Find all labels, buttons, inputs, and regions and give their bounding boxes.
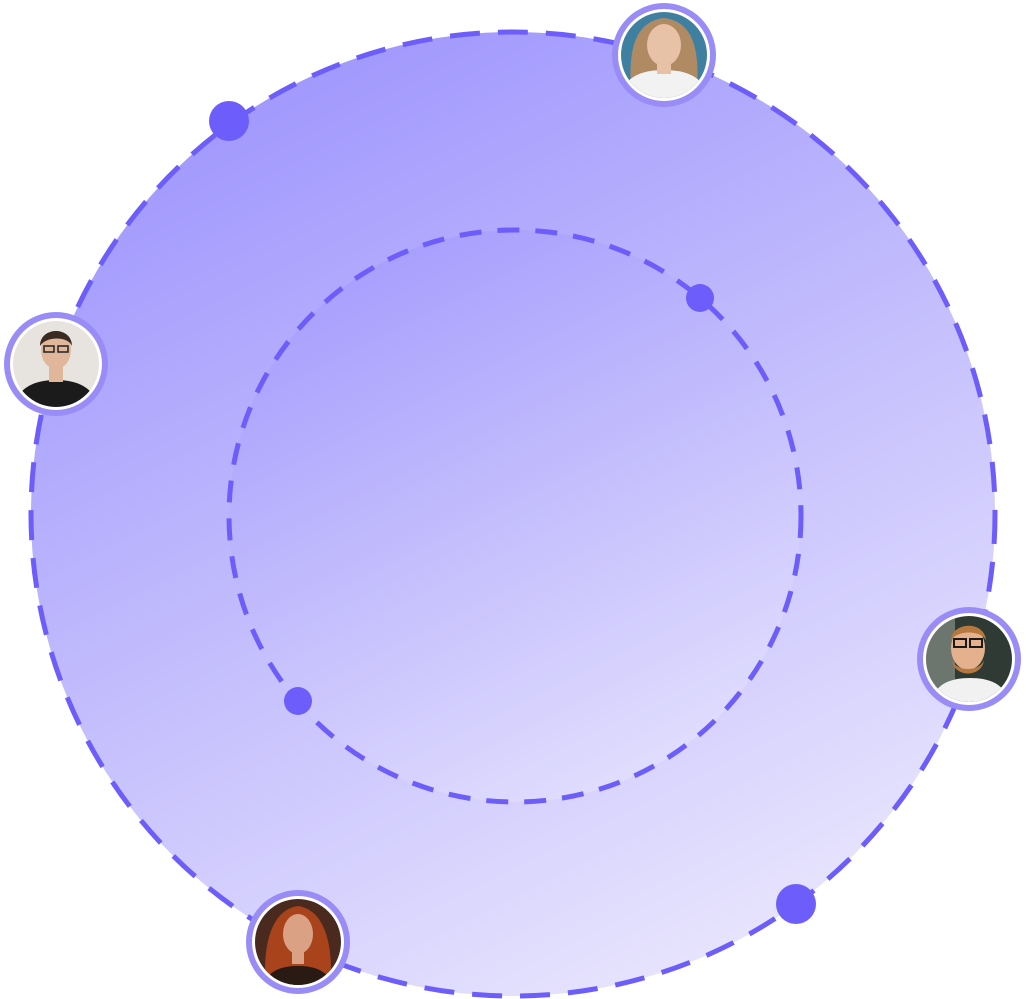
orbit-dot [776, 884, 816, 924]
orbit-dot [209, 101, 249, 141]
inner-orbit-ring [226, 227, 804, 805]
avatar-woman-blonde[interactable] [612, 3, 716, 107]
orbit-dot [284, 687, 312, 715]
outer-orbit-ring [28, 29, 998, 999]
avatar-man-glasses-beard[interactable] [917, 607, 1021, 711]
orbit-dot [686, 284, 714, 312]
avatar-woman-redhead[interactable] [246, 890, 350, 994]
inner-orbit-fill [229, 230, 801, 802]
person-icon [255, 899, 341, 985]
avatar-man-glasses-black-shirt[interactable] [4, 312, 108, 416]
